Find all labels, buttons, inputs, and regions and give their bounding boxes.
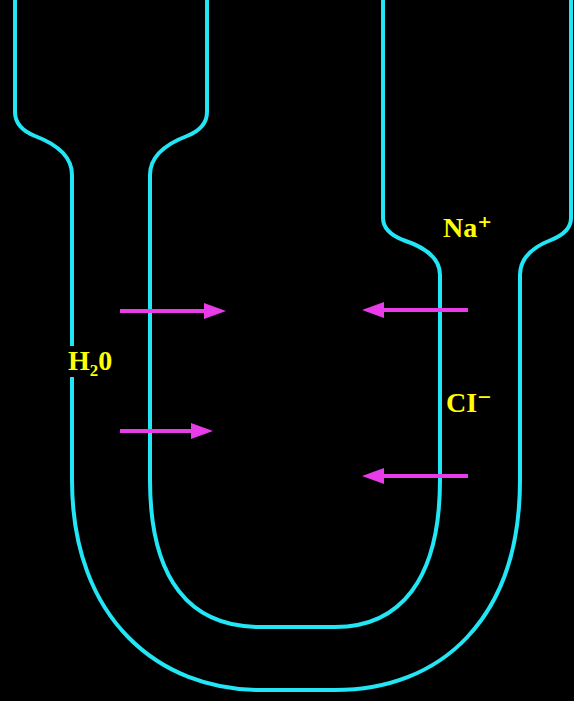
- inner-bend: [150, 480, 440, 627]
- arrow-head: [362, 468, 384, 484]
- salt-arrow: [380, 308, 468, 312]
- arrow-head: [204, 303, 226, 319]
- ion-label: Na⁺: [441, 213, 494, 244]
- descending-outer-wall: [15, 0, 72, 480]
- water-arrow: [120, 309, 208, 313]
- ion-label: CI⁻: [444, 388, 494, 419]
- ascending-inner-wall: [383, 0, 440, 480]
- arrow-head: [362, 302, 384, 318]
- ascending-outer-wall: [520, 0, 571, 480]
- outer-bend: [72, 480, 520, 690]
- salt-arrow: [380, 474, 468, 478]
- molecule-label: H₂0: [66, 346, 114, 377]
- water-arrow: [120, 429, 195, 433]
- descending-inner-wall: [150, 0, 207, 480]
- arrow-head: [191, 423, 213, 439]
